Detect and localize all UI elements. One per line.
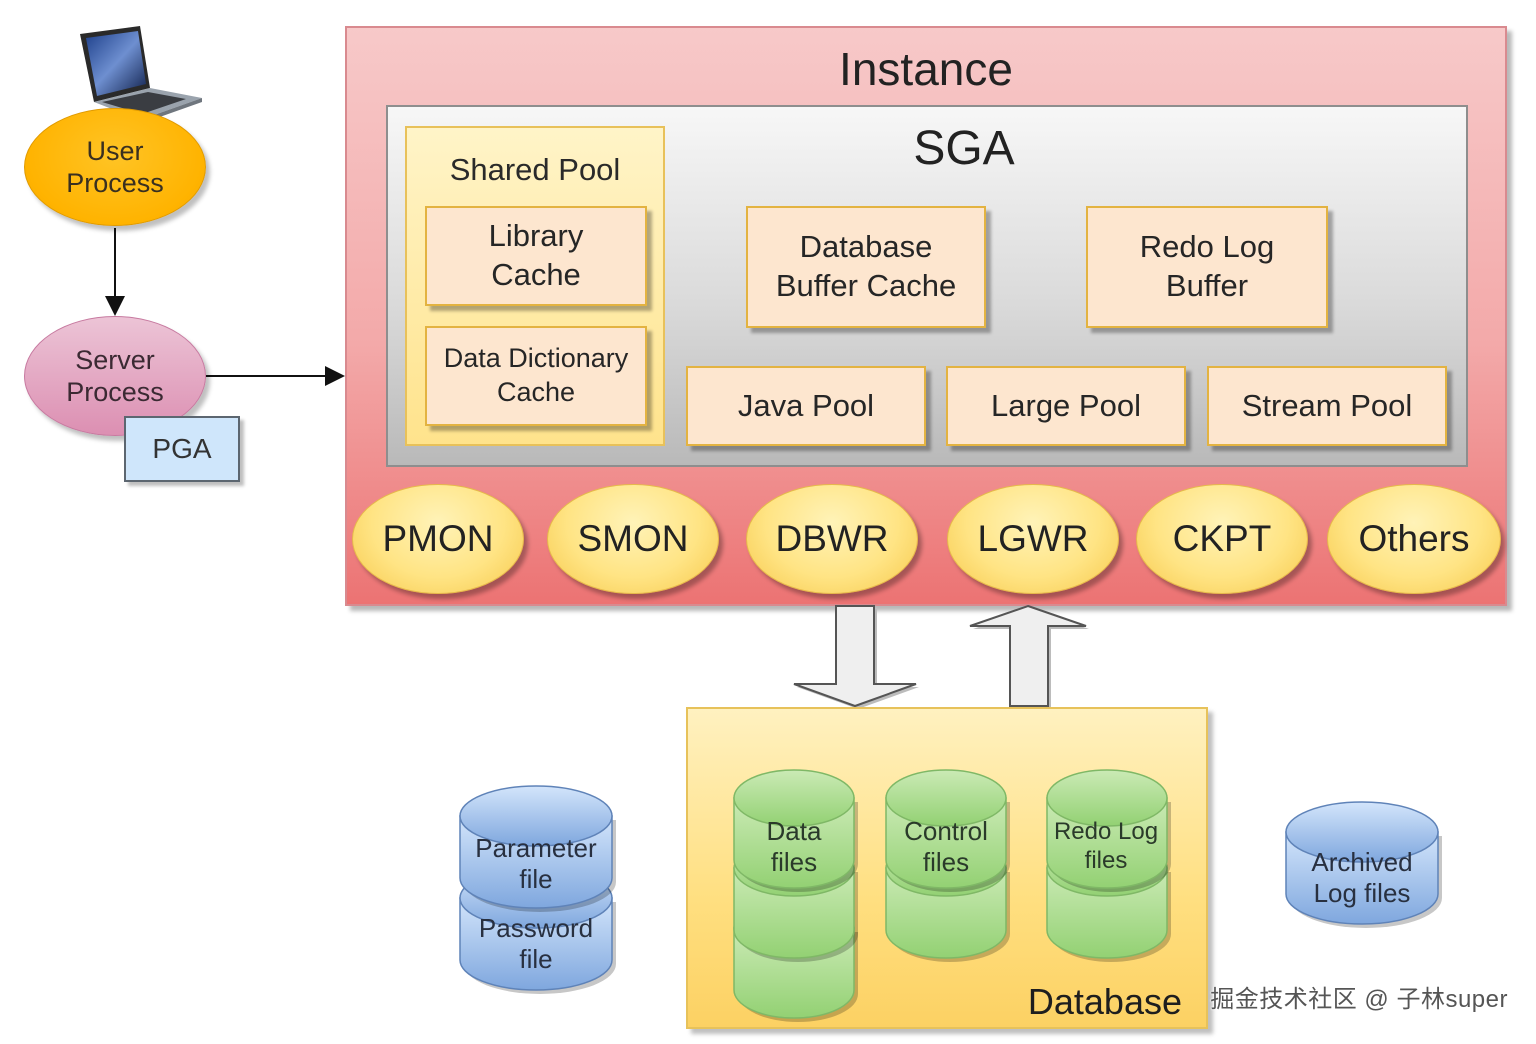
database-buffer-cache: Database Buffer Cache	[746, 206, 986, 328]
data-files-label: Data files	[766, 815, 822, 877]
password-file-label: Password file	[478, 912, 594, 974]
control-files-label: Control files	[904, 815, 988, 877]
process-label: CKPT	[1172, 518, 1272, 559]
java-pool-label: Java Pool	[737, 387, 875, 423]
process-smon: SMON	[547, 484, 719, 594]
data-dictionary-cache: Data Dictionary Cache	[425, 326, 647, 426]
write-down-arrow	[793, 605, 919, 709]
library-cache: Library Cache	[425, 206, 647, 306]
database-title: Database	[1027, 981, 1182, 1022]
redo-log-buffer: Redo Log Buffer	[1086, 206, 1328, 328]
database-buffer-cache-label: Database Buffer Cache	[775, 229, 957, 303]
pga-box: PGA	[124, 416, 240, 482]
process-label: SMON	[577, 518, 689, 559]
process-label: DBWR	[775, 518, 889, 559]
stream-pool-label: Stream Pool	[1241, 387, 1413, 423]
process-lgwr: LGWR	[947, 484, 1119, 594]
user-process: User Process	[24, 108, 206, 226]
process-ckpt: CKPT	[1136, 484, 1308, 594]
read-up-arrow	[969, 604, 1089, 709]
server-process-label: Server Process	[66, 344, 164, 407]
process-others: Others	[1327, 484, 1501, 594]
large-pool: Large Pool	[946, 366, 1186, 446]
shared-pool-title: Shared Pool	[449, 152, 621, 187]
process-label: PMON	[382, 518, 494, 559]
io-arrows	[793, 604, 1089, 709]
redo-log-files-label: Redo Log files	[1053, 818, 1159, 874]
redo-log-buffer-label: Redo Log Buffer	[1139, 229, 1275, 303]
stream-pool: Stream Pool	[1207, 366, 1447, 446]
data-dictionary-cache-label: Data Dictionary Cache	[443, 343, 629, 407]
sga-title: SGA	[913, 122, 1015, 175]
process-dbwr: DBWR	[746, 484, 918, 594]
process-label: LGWR	[977, 518, 1089, 559]
parameter-file-label: Parameter file	[475, 832, 597, 894]
process-label: Others	[1358, 518, 1470, 559]
java-pool: Java Pool	[686, 366, 926, 446]
library-cache-label: Library Cache	[488, 218, 584, 292]
large-pool-label: Large Pool	[991, 387, 1141, 423]
user-process-label: User Process	[66, 135, 164, 198]
archived-log-files-label: Archived Log files	[1311, 846, 1413, 908]
watermark: 掘金技术社区 @ 子林super	[1210, 986, 1508, 1013]
instance-title: Instance	[839, 43, 1013, 95]
pga-label: PGA	[152, 433, 212, 464]
process-pmon: PMON	[352, 484, 524, 594]
